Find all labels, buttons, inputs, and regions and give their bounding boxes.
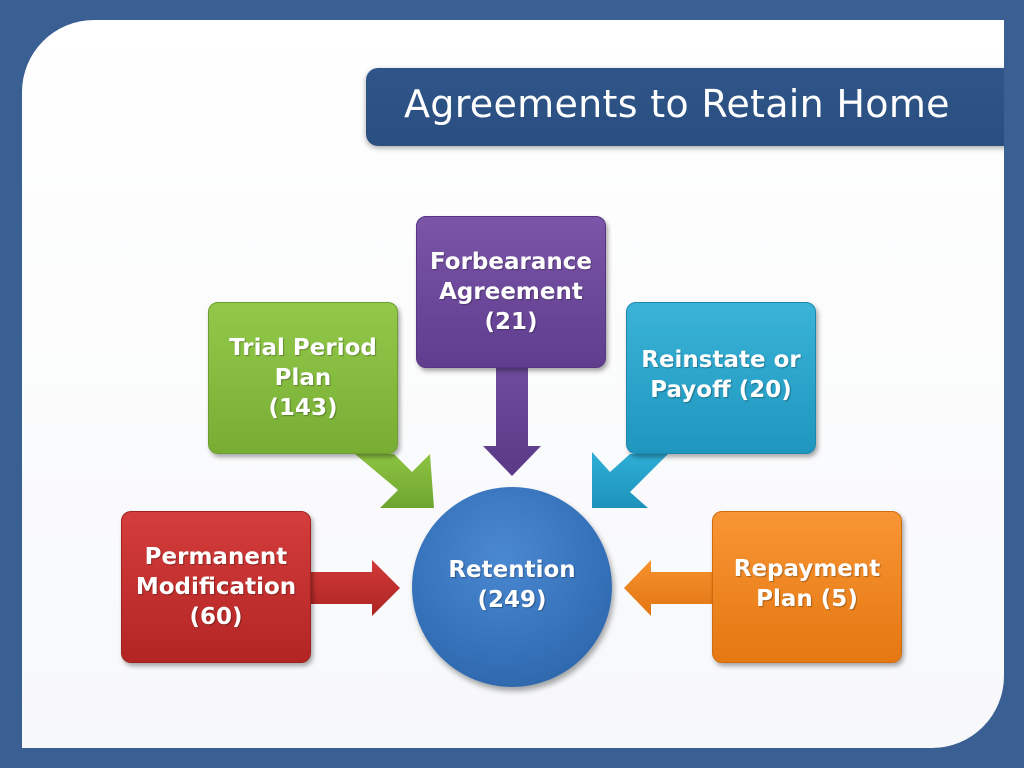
node-reinstate-or-payoff: Reinstate or Payoff (20) [626,302,816,454]
arrow-forbearance [483,366,541,476]
node-repayment-plan: Repayment Plan (5) [712,511,902,663]
center-label: Retention (249) [448,557,576,613]
slide-title: Agreements to Retain Home [404,82,950,126]
arrow-reinstate [592,452,668,508]
node-retention-center: Retention (249) [412,487,612,687]
title-bar: Agreements to Retain Home [366,68,1004,146]
node-trial-period-plan: Trial Period Plan (143) [208,302,398,454]
node-repayment-label: Repayment Plan (5) [733,556,881,612]
node-forbearance-agreement: Forbearance Agreement (21) [416,216,606,368]
node-trial-label: Trial Period Plan (143) [229,335,377,421]
node-permanent-modification: Permanent Modification (60) [121,511,311,663]
node-forbearance-label: Forbearance Agreement (21) [430,249,592,335]
arrow-trial [355,454,434,508]
node-reinstate-label: Reinstate or Payoff (20) [641,347,801,403]
arrow-repayment [624,560,712,616]
arrow-permanent [311,560,400,616]
node-permanent-label: Permanent Modification (60) [135,544,297,630]
